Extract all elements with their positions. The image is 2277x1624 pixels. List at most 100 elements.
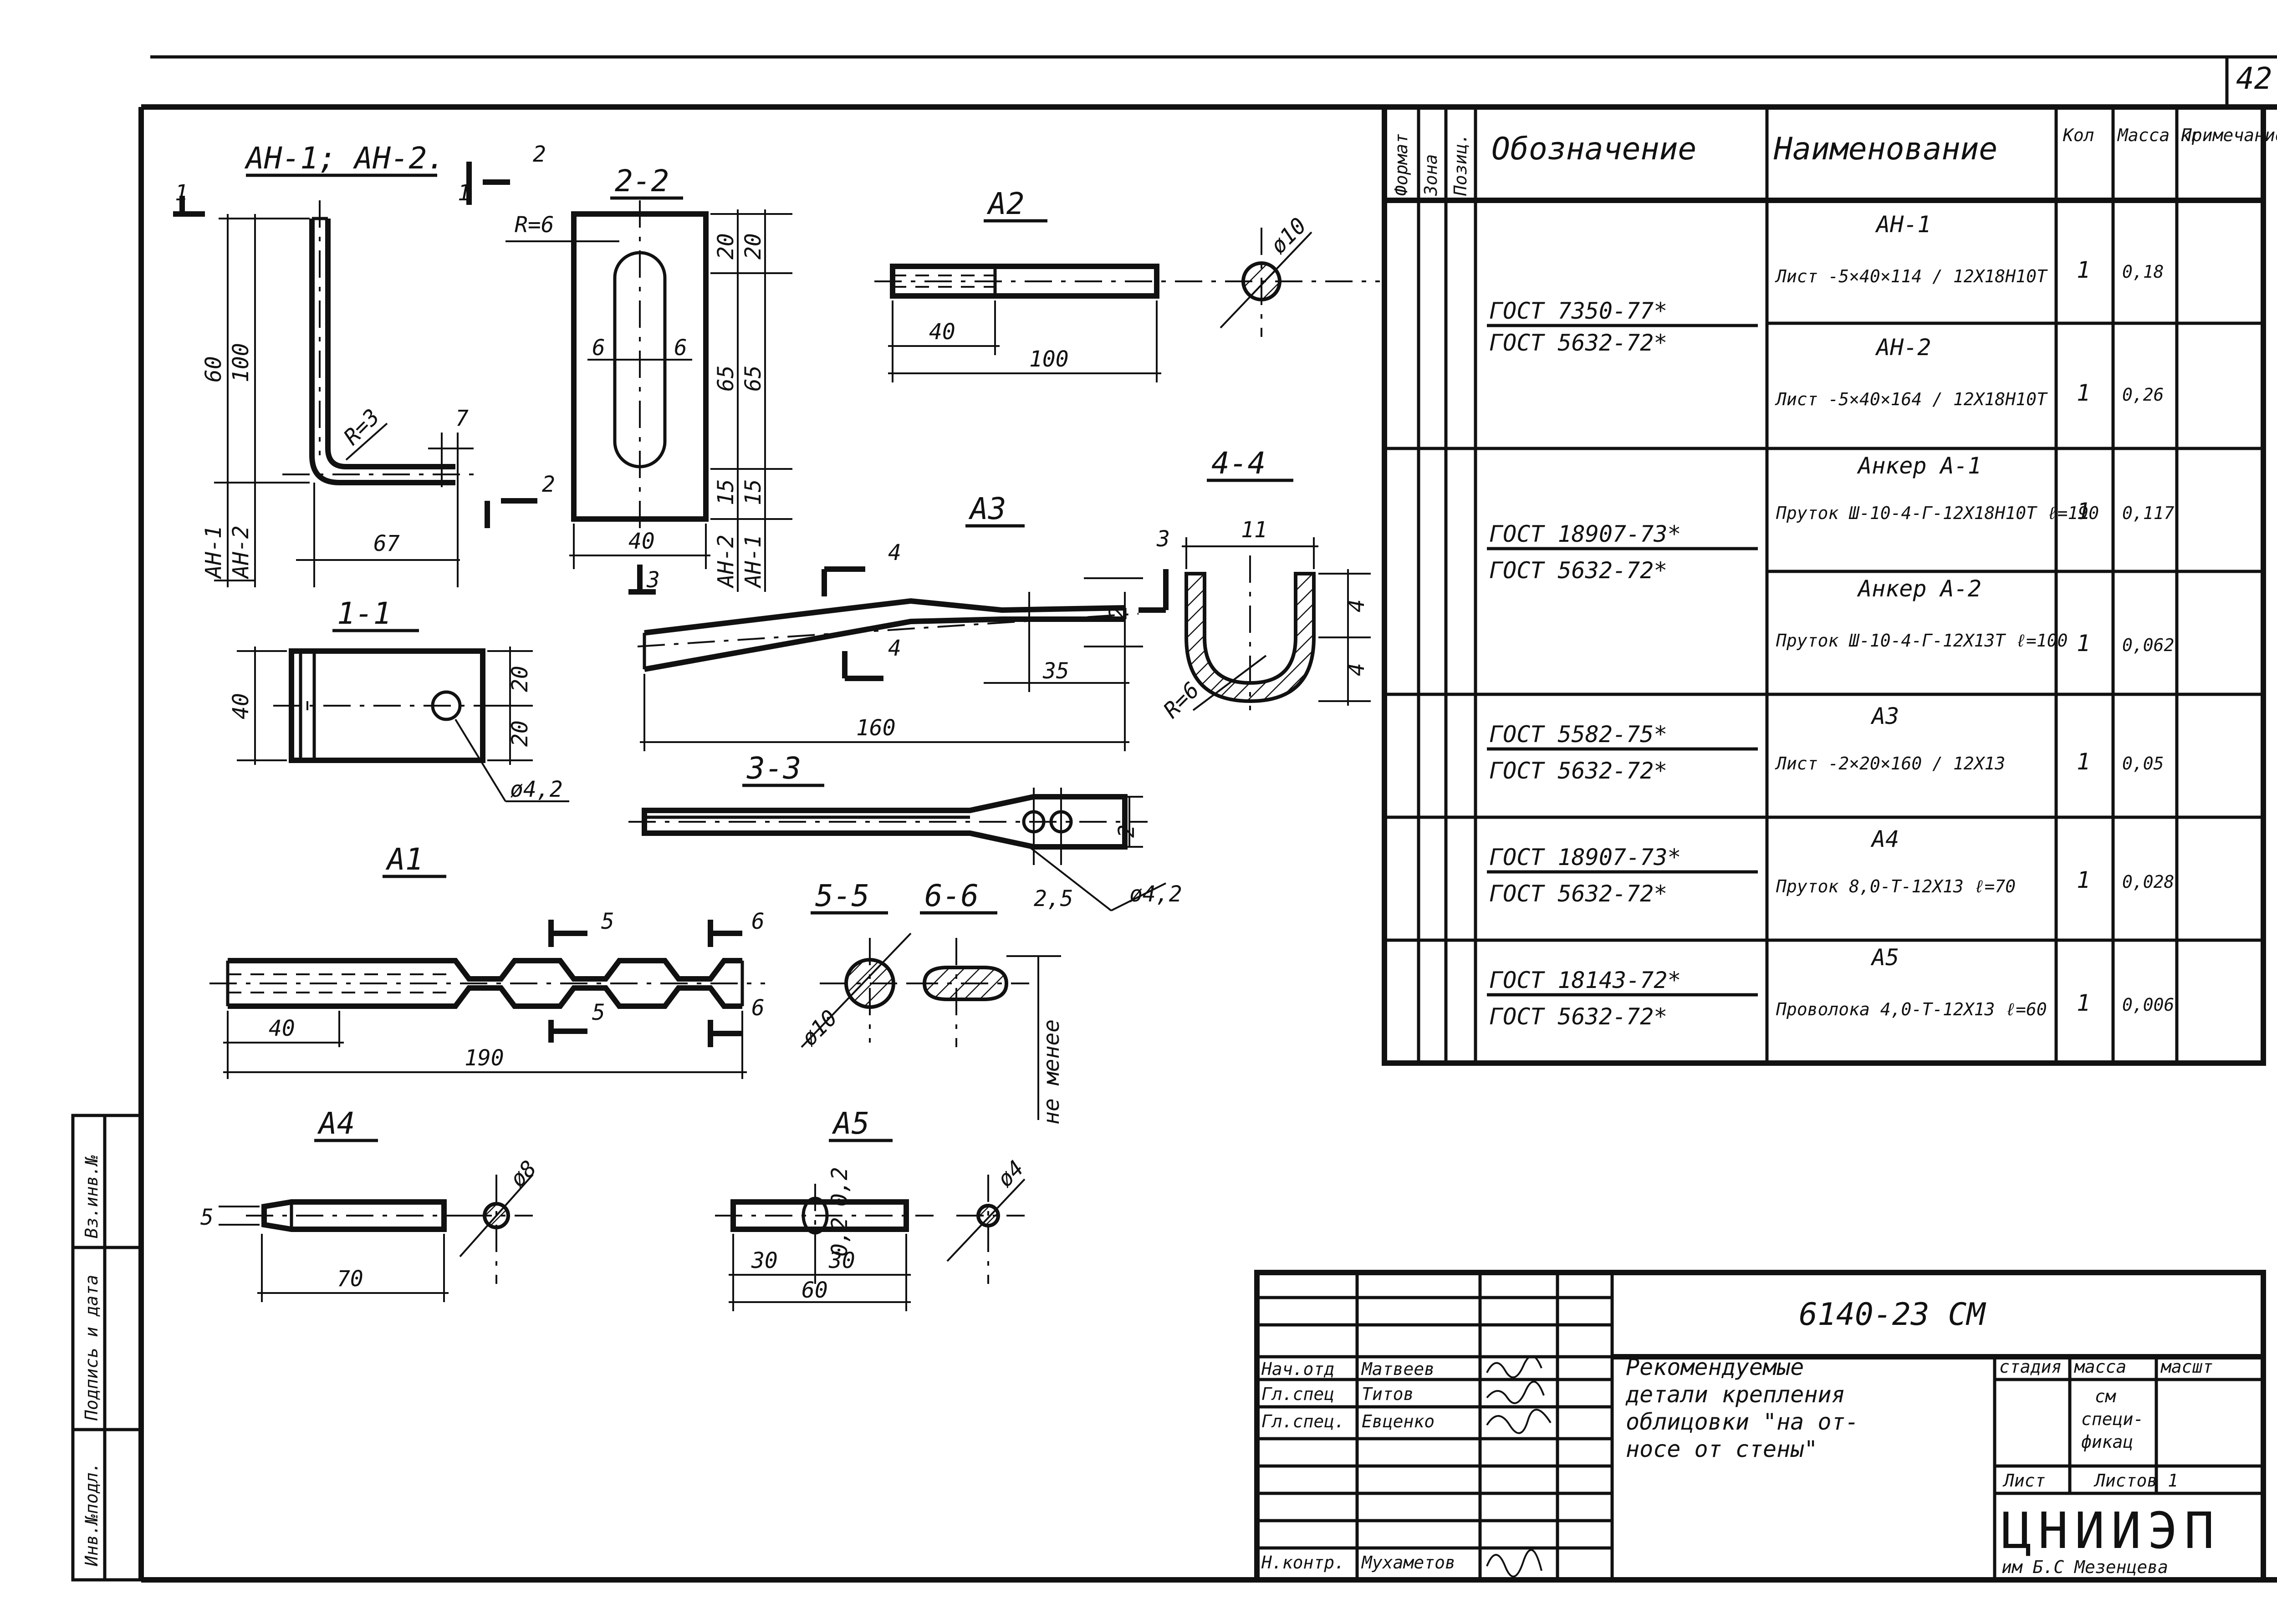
dim-phi42: ø4,2 (510, 777, 563, 802)
row1-item2-mass: 0,26 (2122, 385, 2164, 405)
col-mass: Масса кг (2117, 125, 2201, 145)
dim-66-note: не менее (1039, 1019, 1064, 1125)
row2-item1-qty: 1 (2077, 498, 2090, 524)
section-1-1 (237, 647, 569, 802)
section-6-6-title: 6-6 (924, 878, 979, 913)
dim-a5-phi: ø4 (992, 1156, 1029, 1192)
row1-item2-qty: 1 (2077, 380, 2090, 406)
row5-gost2: ГОСТ 5632-72* (1489, 1003, 1667, 1030)
dim-7: 7 (455, 406, 469, 431)
row2-item2-qty: 1 (2077, 630, 2090, 657)
dim-40a: 40 (628, 529, 655, 554)
section-2-2 (505, 200, 792, 595)
view-a2-title: А2 (986, 186, 1024, 221)
page-number: 42 (2236, 61, 2272, 96)
row5-gost1: ГОСТ 18143-72* (1489, 967, 1681, 993)
section-5-5-title: 5-5 (815, 878, 869, 913)
dim-a4-phi: ø8 (505, 1156, 541, 1192)
view-a5 (715, 1175, 1026, 1311)
row5-name: А5 (1870, 944, 1899, 971)
dim-an1: АН-1 (201, 525, 226, 580)
row1-item2-name: АН-2 (1875, 334, 1931, 361)
col-note: Примечание (2181, 125, 2277, 145)
mass-label: масса (2074, 1357, 2126, 1377)
row3-name: А3 (1870, 703, 1899, 729)
role-3: Гл.спец. (1261, 1411, 1345, 1431)
row1-item1-name: АН-1 (1875, 211, 1931, 238)
dim-a5-60: 60 (802, 1278, 828, 1303)
dim-15a: 15 (713, 479, 739, 505)
dim-a1-40: 40 (269, 1016, 295, 1041)
col-qty: Кол (2063, 125, 2094, 145)
dim-an1-b: АН-1 (740, 535, 766, 589)
row5-spec: Проволока 4,0-Т-12Х13 ℓ=60 (1776, 999, 2047, 1019)
view-a1-title: А1 (385, 842, 423, 877)
view-a3 (637, 566, 1143, 751)
row3-mass: 0,05 (2122, 753, 2164, 774)
view-an-title: АН-1; АН-2. (244, 141, 445, 176)
dim-a4-5: 5 (200, 1205, 214, 1230)
dim-a3-3: 3 (1156, 526, 1170, 552)
section-6-6 (911, 938, 1061, 1120)
doc-title-line2: детали крепления (1625, 1381, 1845, 1408)
view-an-bracket (173, 162, 537, 587)
dim-a5-02a: 0,2 (827, 1167, 853, 1207)
col-zone: Зона (1421, 154, 1441, 196)
row3-gost1: ГОСТ 5582-75* (1489, 721, 1667, 748)
dim-a1-190: 190 (465, 1045, 504, 1071)
cut-3a: 3 (646, 567, 660, 593)
cut-1a: 1 (175, 180, 188, 206)
view-a3-title: А3 (968, 491, 1006, 526)
row5-mass: 0,006 (2122, 995, 2174, 1015)
dim-a2-phi: ø10 (1266, 213, 1312, 259)
dim-a5-30a: 30 (751, 1248, 778, 1273)
dim-33-25: 2,5 (1034, 886, 1073, 911)
view-a4 (219, 1174, 534, 1302)
row1-item1-mass: 0,18 (2122, 262, 2164, 282)
signatures (1486, 1355, 1552, 1578)
row1-item1-spec: Лист -5×40×114 / 12Х18Н10Т (1775, 266, 2048, 286)
dim-40b: 40 (228, 693, 254, 719)
dim-a5-30b: 30 (828, 1248, 855, 1273)
dim-20a: 20 (713, 233, 739, 260)
dim-20c: 20 (507, 666, 533, 692)
cut-1b: 1 (458, 180, 471, 206)
row2-item1-name: Анкер А-1 (1857, 453, 1981, 479)
org-big: ЦНИИЭП (2001, 1502, 2221, 1560)
dim-a3-2: 2 (1105, 606, 1130, 619)
row2-gost2: ГОСТ 5632-72* (1489, 557, 1667, 584)
dim-44-11: 11 (1241, 517, 1267, 543)
row3-gost2: ГОСТ 5632-72* (1489, 758, 1667, 784)
row2-item1-mass: 0,117 (2122, 503, 2175, 523)
sheet-label: Лист (2002, 1471, 2046, 1491)
side-stamp (71, 1114, 143, 1582)
section-4-4 (1182, 537, 1371, 711)
dim-20d: 20 (507, 720, 533, 747)
row4-mass: 0,028 (2122, 872, 2174, 892)
view-a2 (874, 228, 1380, 382)
title-block (1254, 1270, 2266, 1583)
cut-2b: 2 (542, 472, 555, 497)
cut-5b: 5 (592, 1000, 605, 1025)
row2-item2-mass: 0,062 (2122, 635, 2174, 655)
dim-33-2: 2 (1114, 825, 1139, 838)
row1-gost2: ГОСТ 5632-72* (1489, 330, 1667, 356)
doc-title-line3: облицовки "на от- (1626, 1409, 1859, 1435)
row5-qty: 1 (2077, 990, 2090, 1016)
col-format: Формат (1391, 133, 1411, 196)
dim-r6: R=6 (515, 212, 554, 238)
section-5-5 (801, 932, 915, 1048)
dim-65a: 65 (713, 365, 739, 392)
col-position: Позиц. (1450, 133, 1470, 196)
row1-item2-spec: Лист -5×40×164 / 12Х18Н10Т (1775, 389, 2048, 409)
row4-qty: 1 (2077, 867, 2090, 893)
doc-code: 6140-23 СМ (1799, 1297, 1986, 1333)
cut-4b: 4 (888, 636, 901, 661)
row4-gost2: ГОСТ 5632-72* (1489, 881, 1667, 907)
stamp-vzinv-label: Вз.инв.№ (82, 1155, 102, 1238)
dim-20b: 20 (740, 233, 766, 260)
cut-4a: 4 (888, 540, 901, 565)
dim-44-4a: 4 (1344, 599, 1369, 612)
control-role: Н.контр. (1261, 1553, 1345, 1573)
row4-spec: Пруток 8,0-Т-12Х13 ℓ=70 (1776, 876, 2016, 896)
